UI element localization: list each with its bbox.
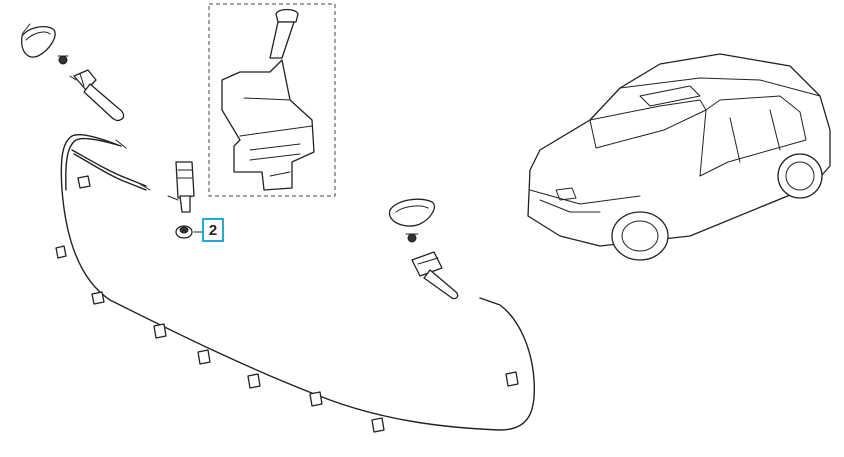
- vehicle-illustration: [527, 53, 831, 261]
- washer-hose-assembly: [60, 134, 536, 431]
- hose-clips: [55, 175, 519, 433]
- right-washer-cap: [388, 198, 435, 227]
- left-washer-nozzle: [69, 69, 125, 122]
- callout-part-2[interactable]: 2: [202, 218, 224, 242]
- right-washer-nozzle: [411, 251, 459, 300]
- grommet-part-2: [175, 225, 203, 239]
- left-washer-cap: [21, 23, 56, 58]
- washer-pump: [167, 161, 195, 213]
- left-clip-top: [57, 55, 69, 65]
- reservoir-inset: [208, 3, 336, 197]
- right-clip: [405, 233, 419, 243]
